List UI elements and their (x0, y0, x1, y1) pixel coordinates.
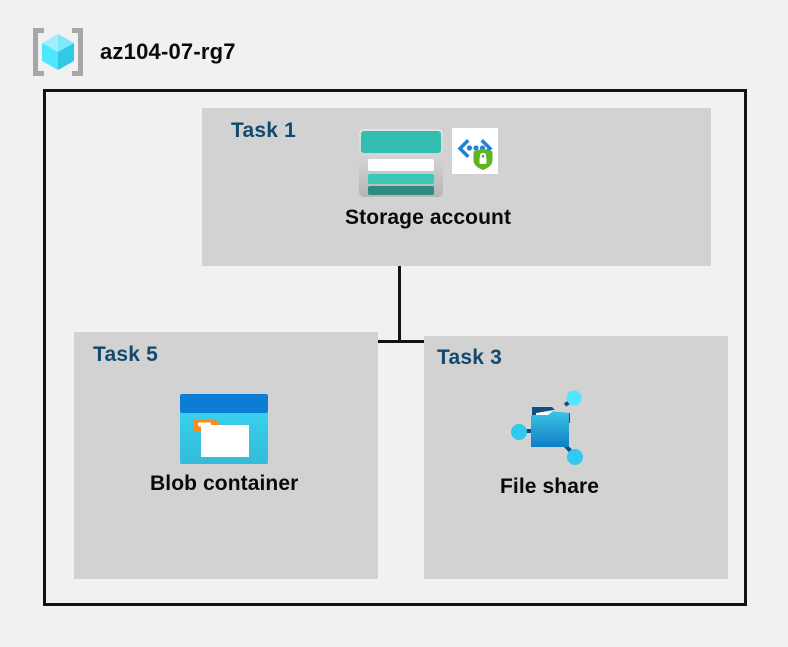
task-panel-5: Task 5 Blob container (74, 332, 378, 579)
node-caption-storage-account: Storage account (345, 206, 512, 229)
file-share-icon (510, 390, 583, 465)
task-panel-3: Task 3 (424, 336, 728, 579)
task-label-3: Task 3 (437, 346, 503, 369)
resource-group-icon (33, 28, 83, 76)
resource-group-header: az104-07-rg7 (30, 26, 236, 78)
diagram-container: Task 1 (43, 89, 747, 606)
connector-storage-stem (398, 266, 401, 342)
task-label-5: Task 5 (93, 343, 159, 366)
secure-endpoint-icon (452, 128, 499, 174)
storage-account-icon (359, 129, 444, 197)
blob-container-icon (180, 394, 269, 464)
node-caption-blob-container: Blob container (150, 472, 299, 495)
node-blob-container[interactable]: Blob container (150, 394, 298, 496)
node-storage-account[interactable]: Storage account (345, 128, 511, 230)
node-caption-file-share: File share (500, 475, 600, 498)
node-file-share[interactable]: File share (500, 389, 599, 499)
task-panel-1: Task 1 (202, 108, 711, 266)
page-title: az104-07-rg7 (100, 39, 236, 64)
task-label-1: Task 1 (231, 119, 297, 142)
